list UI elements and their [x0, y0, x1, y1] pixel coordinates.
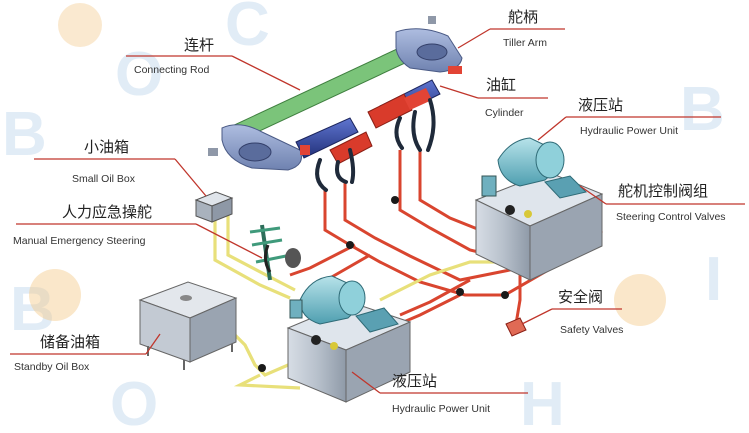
watermark-letter: I — [705, 245, 722, 314]
label-tiller-arm: 舵柄 Tiller Arm — [457, 8, 565, 49]
standby-oil-box — [138, 281, 238, 370]
small-oil-box-en: Small Oil Box — [72, 173, 136, 185]
watermark-gear-icon — [29, 269, 81, 321]
small-oil-box — [194, 191, 234, 223]
cylinder-group-right — [367, 79, 441, 129]
tiller-arm-en: Tiller Arm — [503, 37, 547, 49]
label-standby-oil-box: 储备油箱 Standby Oil Box — [10, 333, 161, 373]
watermark-letter: H — [520, 370, 565, 428]
label-manual-steering: 人力应急操舵 Manual Emergency Steering — [13, 203, 263, 259]
watermark: B O C B O B H I — [2, 0, 725, 433]
label-cylinder: 油缸 Cylinder — [439, 76, 548, 119]
steering-valves-en: Steering Control Valves — [616, 211, 726, 223]
cylinder-group-left — [295, 117, 373, 165]
watermark-gear-icon — [614, 274, 666, 326]
hpu-bottom-cn: 液压站 — [392, 372, 437, 390]
connecting-rod-en: Connecting Rod — [134, 64, 209, 76]
hydraulic-power-unit-top — [474, 137, 604, 281]
connecting-rod-cn: 连杆 — [184, 36, 214, 54]
watermark-letter: B — [2, 100, 47, 169]
hoses — [315, 98, 436, 192]
safety-valve — [505, 317, 527, 337]
hpu-top-cn: 液压站 — [578, 96, 623, 114]
cylinder-cn: 油缸 — [486, 76, 516, 94]
label-steering-valves: 舵机控制阀组 Steering Control Valves — [579, 182, 745, 223]
manual-steering-cn: 人力应急操舵 — [62, 203, 152, 221]
hpu-bottom-en: Hydraulic Power Unit — [392, 403, 490, 415]
watermark-letter: O — [115, 40, 163, 109]
standby-oil-box-cn: 储备油箱 — [40, 333, 100, 351]
safety-valves-cn: 安全阀 — [558, 288, 603, 306]
manual-steering-en: Manual Emergency Steering — [13, 235, 146, 247]
standby-oil-box-en: Standby Oil Box — [14, 361, 90, 373]
label-connecting-rod: 连杆 Connecting Rod — [126, 36, 301, 91]
hydraulic-power-unit-bottom — [286, 275, 412, 403]
steering-valves-cn: 舵机控制阀组 — [618, 182, 708, 200]
tiller-arm-right — [395, 28, 463, 74]
cylinder-en: Cylinder — [485, 107, 524, 119]
tiller-arm-cn: 舵柄 — [508, 8, 538, 26]
small-oil-box-cn: 小油箱 — [84, 138, 129, 156]
watermark-letter: B — [10, 275, 55, 344]
manual-steering-pump — [249, 224, 301, 281]
watermark-letter: B — [680, 75, 725, 144]
label-hpu-bottom: 液压站 Hydraulic Power Unit — [351, 371, 528, 415]
safety-valves-en: Safety Valves — [560, 324, 623, 336]
fitting-block — [208, 148, 218, 156]
label-hpu-top: 液压站 Hydraulic Power Unit — [537, 96, 721, 141]
watermark-letter: O — [110, 370, 158, 428]
watermark-letter: C — [225, 0, 270, 59]
label-small-oil-box: 小油箱 Small Oil Box — [34, 138, 207, 197]
watermark-gear-icon — [58, 3, 102, 47]
fitting-block — [428, 16, 436, 24]
tiller-arm-left — [221, 124, 302, 171]
hpu-top-en: Hydraulic Power Unit — [580, 125, 678, 137]
label-safety-valves: 安全阀 Safety Valves — [521, 288, 623, 336]
